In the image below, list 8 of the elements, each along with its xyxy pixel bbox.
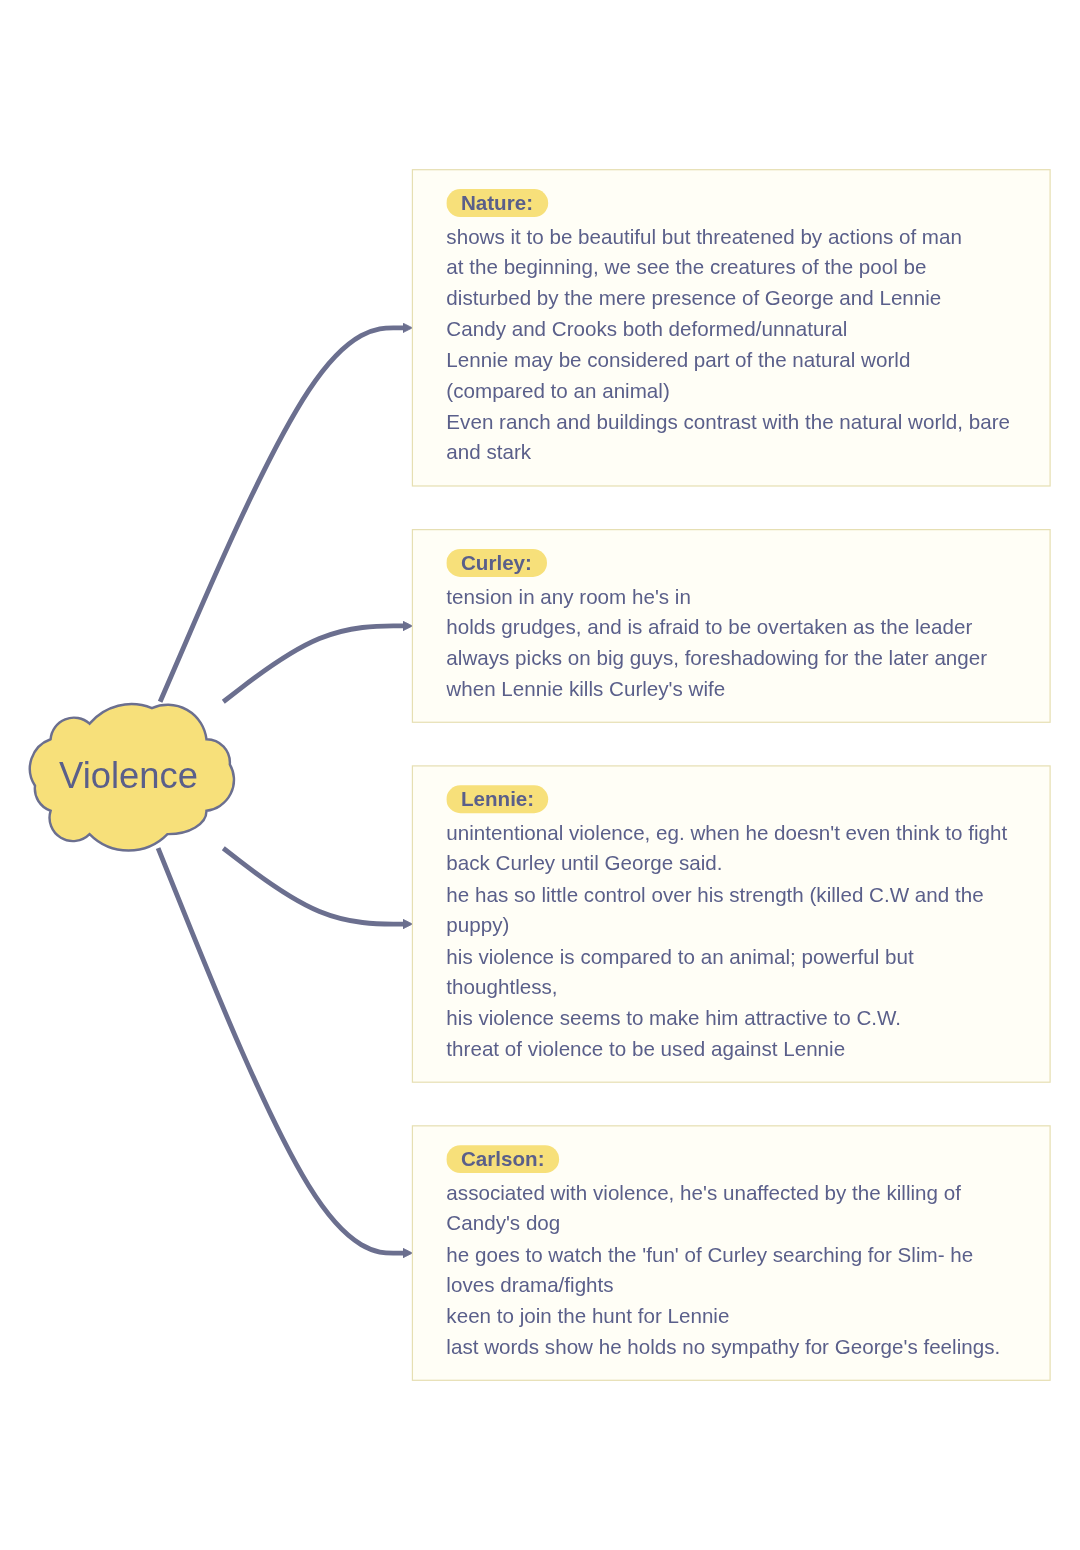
node-box: Lennie: unintentional violence, eg. when he doesn't even think to fight back Curley until George said. he has so little control over his strength (killed C.W and the puppy) his violence is compared to an animal; powerful but thoughtless, his violence seems to make him attractive to C.W. threat of violence to be used against Lennie: [411, 765, 1051, 1083]
arrow: [157, 322, 413, 703]
arrow: [221, 620, 413, 704]
arrow: [221, 846, 413, 930]
node-box: Carlson: associated with violence, he's unaffected by the killing of Candy's dog he goes to watch the 'fun' of Curley searching for Slim- he loves drama/fights keen to join the hunt for Lennie last words show he holds no sympathy for George's feelings.: [411, 1125, 1051, 1381]
node-box: Nature: shows it to be beautiful but threatened by actions of man at the beginning, we see the creatures of the pool be disturbed by the mere presence of George and Lennie Candy and Crooks both deformed/unnatural Lennie may be considered part of the natural world (compared to an animal) Even ranch and buildings contrast with the natural world, bare and stark: [411, 169, 1051, 487]
node-box: Curley: tension in any room he's in holds grudges, and is afraid to be overtaken as the leader always picks on big guys, foreshadowing for the later anger when Lennie kills Curley's wife: [411, 529, 1051, 723]
arrow: [155, 847, 413, 1259]
